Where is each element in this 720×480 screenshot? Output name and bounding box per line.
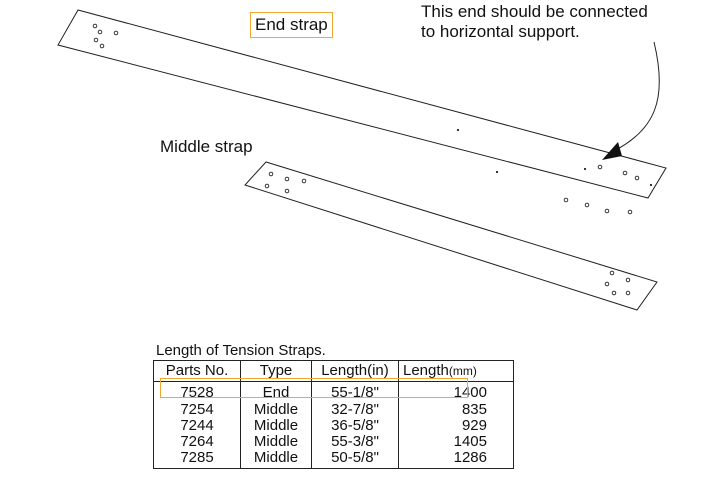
highlight-row-box [160, 378, 468, 398]
cell-length-in: 36-5/8" [311, 417, 399, 434]
connection-note-line-1: This end should be connected [421, 2, 648, 21]
tension-straps-table: Parts No. Type Length(in) Length(mm) 752… [153, 360, 514, 469]
cell-length-mm: 835 [398, 401, 514, 418]
cell-length-mm: 1405 [398, 433, 514, 450]
end-strap-outline [57, 9, 667, 199]
table-row: 7254 Middle 32-7/8" 835 [153, 401, 514, 418]
end-strap-holes [92, 23, 640, 215]
cell-part-no: 7285 [153, 449, 241, 469]
middle-strap-label: Middle strap [160, 137, 253, 156]
cell-length-in: 32-7/8" [311, 401, 399, 418]
table-header-row: Parts No. Type Length(in) Length(mm) [153, 360, 514, 382]
end-strap-dots [456, 128, 653, 187]
cell-length-mm: 1286 [398, 449, 514, 469]
header-length-mm-label: Length [403, 362, 449, 379]
table-row: 7264 Middle 55-3/8" 1405 [153, 433, 514, 450]
table-row: 7528 End 55-1/8" 1400 [153, 381, 514, 402]
table-row: 7285 Middle 50-5/8" 1286 [153, 449, 514, 469]
table-title: Length of Tension Straps. [156, 342, 326, 359]
pointer-arrow-line [611, 41, 660, 153]
cell-length-in: 55-1/8" [311, 381, 399, 402]
end-strap-label: End strap [250, 12, 333, 39]
cell-type: Middle [240, 433, 312, 450]
cell-part-no: 7244 [153, 417, 241, 434]
cell-length-mm: 1400 [398, 381, 514, 402]
connection-note-line-2: to horizontal support. [421, 22, 580, 41]
header-length-mm: Length(mm) [398, 360, 514, 382]
header-mm-unit: (mm) [448, 364, 477, 378]
table-row: 7244 Middle 36-5/8" 929 [153, 417, 514, 434]
header-length-in: Length(in) [311, 360, 399, 382]
cell-part-no: 7254 [153, 401, 241, 418]
cell-length-in: 55-3/8" [311, 433, 399, 450]
cell-type: Middle [240, 401, 312, 418]
cell-type: Middle [240, 449, 312, 469]
connection-note: This end should be connected to horizont… [421, 2, 648, 42]
cell-part-no: 7264 [153, 433, 241, 450]
middle-strap-holes [264, 171, 631, 296]
cell-type: Middle [240, 417, 312, 434]
header-type: Type [240, 360, 312, 382]
middle-strap-outline [244, 161, 658, 311]
cell-length-mm: 929 [398, 417, 514, 434]
cell-part-no: 7528 [153, 381, 241, 402]
cell-length-in: 50-5/8" [311, 449, 399, 469]
pointer-arrow-head [602, 142, 622, 160]
